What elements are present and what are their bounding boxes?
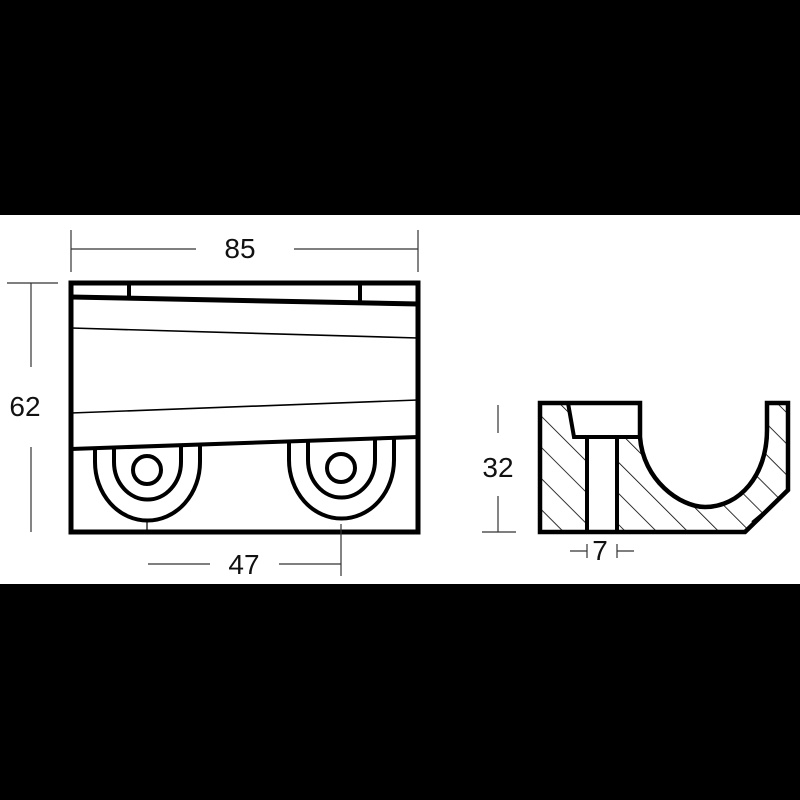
mounting-hole-left [93, 444, 202, 532]
hole-spacing-dimension: 47 [148, 524, 342, 580]
clamp-section-outline [537, 400, 791, 535]
slot-width-dimension: 7 [570, 535, 634, 566]
section-view: 32 7 [482, 400, 791, 566]
block-outline [68, 280, 421, 535]
height-dimension: 62 [7, 282, 58, 532]
section-height-dimension-label: 32 [482, 452, 513, 483]
hole-spacing-dimension-label: 47 [228, 549, 259, 580]
height-dimension-label: 62 [9, 391, 40, 422]
slot-width-dimension-label: 7 [592, 535, 608, 566]
front-view: 85 62 [7, 230, 421, 580]
mounting-hole-right [287, 439, 396, 521]
section-height-dimension: 32 [482, 405, 516, 533]
width-dimension-label: 85 [224, 233, 255, 264]
width-dimension: 85 [70, 230, 419, 272]
